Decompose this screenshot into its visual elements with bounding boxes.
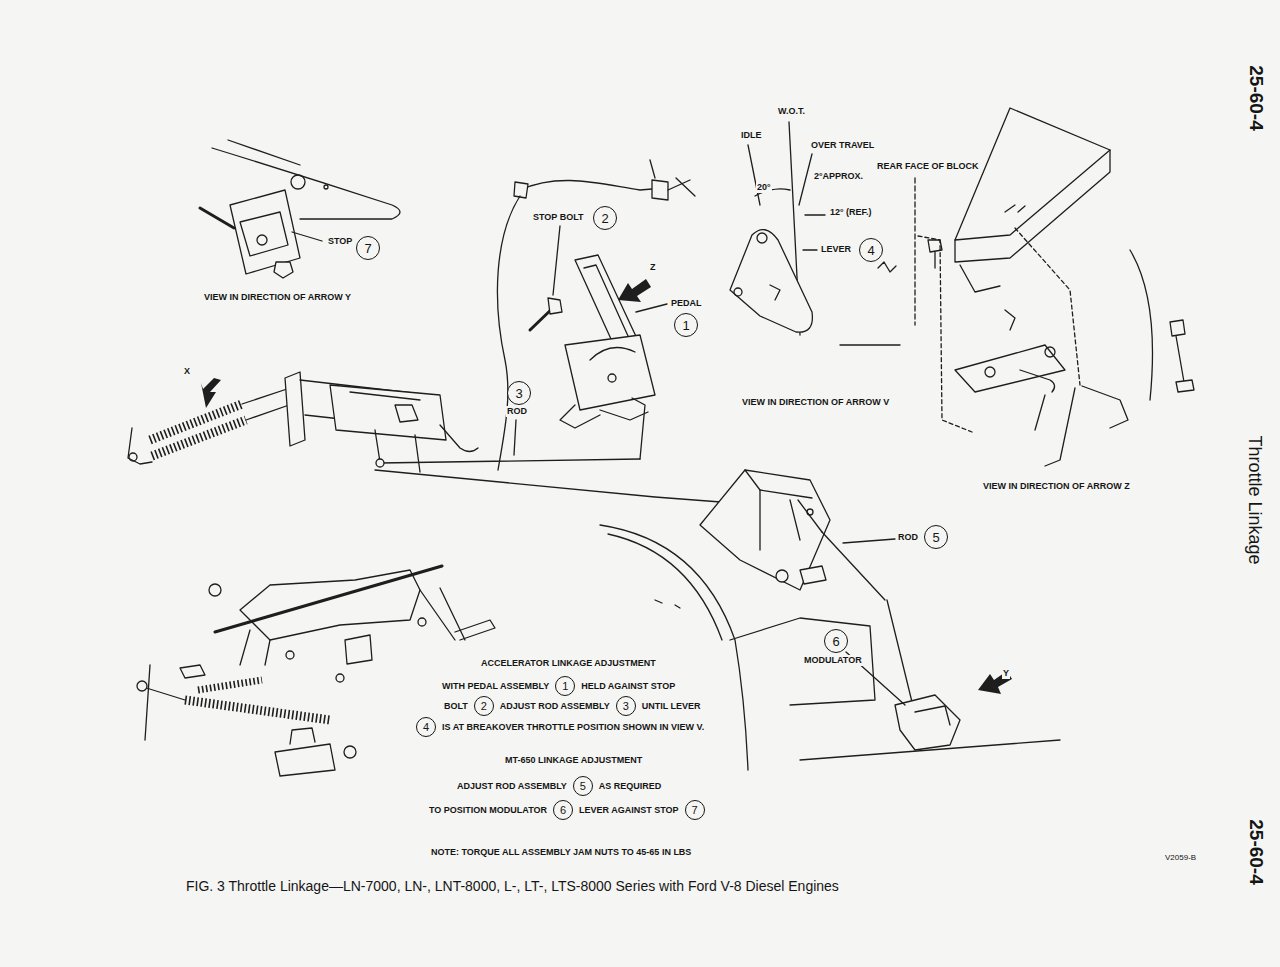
part-label: HELD AGAINST STOP bbox=[580, 681, 676, 692]
part-label: V2059-B bbox=[1164, 853, 1197, 863]
part-label: MT-650 LINKAGE ADJUSTMENT bbox=[504, 755, 643, 766]
callout-number: 4 bbox=[867, 244, 874, 257]
callout-number: 4 bbox=[423, 722, 429, 733]
callout-circle: 1 bbox=[674, 313, 698, 337]
callout-circle: 6 bbox=[824, 629, 848, 653]
part-label: STOP bbox=[327, 236, 353, 247]
part-label: VIEW IN DIRECTION OF ARROW V bbox=[741, 397, 890, 408]
callout-circle: 5 bbox=[924, 525, 948, 549]
part-label: ROD bbox=[897, 532, 919, 543]
part-label: ADJUST ROD ASSEMBLY bbox=[456, 781, 568, 792]
callout-circle: 2 bbox=[593, 206, 617, 230]
part-label: ACCELERATOR LINKAGE ADJUSTMENT bbox=[480, 658, 657, 669]
page-tab-text: Throttle Linkage bbox=[1244, 434, 1266, 565]
callout-number: 3 bbox=[623, 701, 629, 712]
part-label: W.O.T. bbox=[777, 106, 806, 117]
callout-circle: 4 bbox=[859, 238, 883, 262]
part-label: STOP BOLT bbox=[532, 212, 585, 223]
callout-circle: 3 bbox=[616, 696, 636, 716]
callout-number: 6 bbox=[560, 805, 566, 816]
part-label: X bbox=[183, 366, 191, 377]
callout-number: 6 bbox=[832, 635, 839, 648]
part-label: AS REQUIRED bbox=[598, 781, 663, 792]
callout-circle: 7 bbox=[356, 236, 380, 260]
callout-number: 7 bbox=[691, 805, 697, 816]
part-label: VIEW IN DIRECTION OF ARROW Y bbox=[203, 292, 352, 303]
callout-number: 2 bbox=[601, 212, 608, 225]
callout-circle: 1 bbox=[555, 676, 575, 696]
page-tab-text: 25-60-4 bbox=[1245, 818, 1268, 886]
part-label: PEDAL bbox=[670, 298, 703, 309]
part-label: Y bbox=[1002, 668, 1010, 679]
part-label: 12° (REF.) bbox=[829, 207, 873, 218]
figure-caption: FIG. 3 Throttle Linkage—LN-7000, LN-, LN… bbox=[186, 878, 839, 895]
part-label: ADJUST ROD ASSEMBLY bbox=[499, 701, 611, 712]
part-label: UNTIL LEVER bbox=[641, 701, 702, 712]
part-label: WITH PEDAL ASSEMBLY bbox=[441, 681, 550, 692]
part-label: VIEW IN DIRECTION OF ARROW Z bbox=[982, 481, 1131, 492]
part-label: 2°APPROX. bbox=[813, 171, 864, 182]
part-label: Z bbox=[649, 262, 657, 273]
callout-circle: 2 bbox=[474, 696, 494, 716]
callout-number: 2 bbox=[481, 701, 487, 712]
part-label: OVER TRAVEL bbox=[810, 140, 875, 151]
part-label: REAR FACE OF BLOCK bbox=[876, 161, 980, 172]
callout-circle: 7 bbox=[685, 800, 705, 820]
callout-circle: 6 bbox=[553, 800, 573, 820]
callout-number: 7 bbox=[364, 242, 371, 255]
callout-number: 5 bbox=[580, 781, 586, 792]
part-label: IDLE bbox=[740, 130, 763, 141]
part-label: 20° bbox=[756, 182, 772, 193]
page-tab-text: 25-60-4 bbox=[1245, 64, 1268, 132]
callout-number: 5 bbox=[932, 531, 939, 544]
callout-number: 1 bbox=[682, 319, 689, 332]
callout-circle: 3 bbox=[507, 381, 531, 405]
part-label: IS AT BREAKOVER THROTTLE POSITION SHOWN … bbox=[441, 722, 705, 733]
callout-circle: 4 bbox=[416, 717, 436, 737]
part-label: LEVER bbox=[820, 244, 852, 255]
part-label: NOTE: TORQUE ALL ASSEMBLY JAM NUTS TO 45… bbox=[430, 847, 692, 858]
part-label: MODULATOR bbox=[803, 655, 863, 666]
callout-number: 1 bbox=[562, 681, 568, 692]
part-label: BOLT bbox=[443, 701, 469, 712]
callout-circle: 5 bbox=[573, 776, 593, 796]
part-label: ROD bbox=[506, 406, 528, 417]
part-label: TO POSITION MODULATOR bbox=[428, 805, 548, 816]
part-label: LEVER AGAINST STOP bbox=[578, 805, 680, 816]
callout-number: 3 bbox=[515, 387, 522, 400]
